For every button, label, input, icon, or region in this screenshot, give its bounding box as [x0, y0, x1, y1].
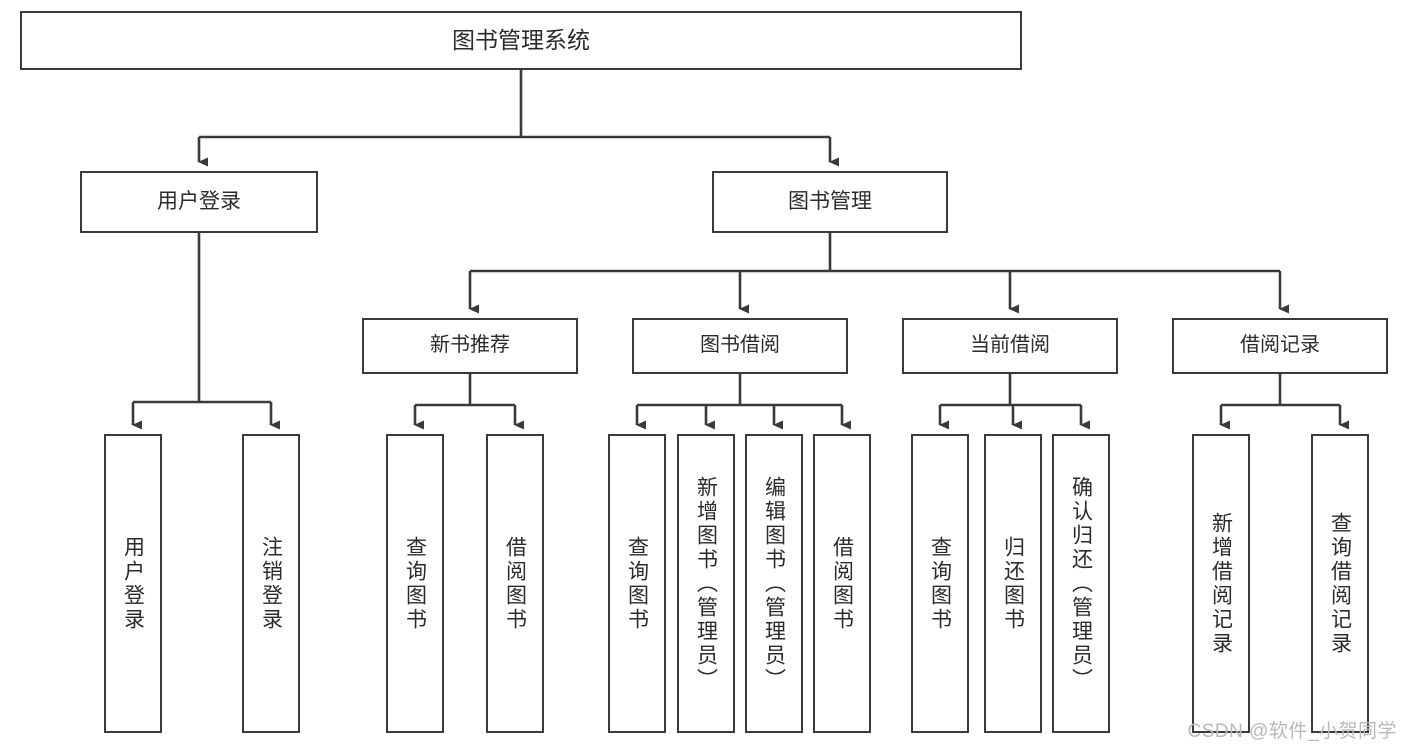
- node-l-bb-add-book[interactable]: 新增图书（管理员）: [677, 434, 735, 733]
- node-root[interactable]: 图书管理系统: [20, 11, 1022, 70]
- node-label: 查询图书: [928, 535, 952, 632]
- node-n-book-mgmt[interactable]: 图书管理: [712, 171, 948, 233]
- node-l-cb-return-book[interactable]: 归还图书: [984, 434, 1042, 733]
- node-label: 新增图书（管理员）: [694, 475, 718, 692]
- node-l-cb-query-book[interactable]: 查询图书: [911, 434, 969, 733]
- node-l-br-query-record[interactable]: 查询借阅记录: [1311, 434, 1369, 733]
- node-label: 当前借阅: [970, 334, 1050, 357]
- node-label: 确认归还（管理员）: [1069, 475, 1093, 692]
- node-label: 图书管理: [788, 189, 872, 213]
- node-label: 编辑图书（管理员）: [762, 475, 786, 692]
- node-n-user-login[interactable]: 用户登录: [80, 171, 318, 233]
- node-label: 归还图书: [1001, 535, 1025, 632]
- node-label: 查询借阅记录: [1328, 511, 1352, 656]
- node-l-user-logout[interactable]: 注销登录: [242, 434, 300, 733]
- node-l-user-login[interactable]: 用户登录: [104, 434, 162, 733]
- node-label: 用户登录: [157, 189, 241, 213]
- node-l-bb-borrow-book[interactable]: 借阅图书: [813, 434, 871, 733]
- node-label: 图书管理系统: [452, 26, 590, 53]
- node-l-rec-query-book[interactable]: 查询图书: [386, 434, 444, 733]
- node-label: 注销登录: [259, 535, 283, 632]
- node-n-new-book-rec[interactable]: 新书推荐: [362, 318, 578, 374]
- node-label: 新增借阅记录: [1209, 511, 1233, 656]
- node-l-bb-edit-book[interactable]: 编辑图书（管理员）: [745, 434, 803, 733]
- node-n-borrow-record[interactable]: 借阅记录: [1172, 318, 1388, 374]
- node-label: 图书借阅: [700, 334, 780, 357]
- node-n-current-borrow[interactable]: 当前借阅: [902, 318, 1118, 374]
- node-label: 查询图书: [625, 535, 649, 632]
- node-l-br-add-record[interactable]: 新增借阅记录: [1192, 434, 1250, 733]
- node-label: 借阅图书: [830, 535, 854, 632]
- node-label: 用户登录: [121, 535, 145, 632]
- node-l-bb-query-book[interactable]: 查询图书: [608, 434, 666, 733]
- node-n-book-borrow[interactable]: 图书借阅: [632, 318, 848, 374]
- node-label: 借阅记录: [1240, 334, 1320, 357]
- node-l-rec-borrow-book[interactable]: 借阅图书: [486, 434, 544, 733]
- node-l-cb-confirm-return[interactable]: 确认归还（管理员）: [1052, 434, 1110, 733]
- node-label: 新书推荐: [430, 334, 510, 357]
- watermark-text: CSDN @软件_小贺同学: [1187, 721, 1397, 742]
- node-label: 借阅图书: [503, 535, 527, 632]
- node-label: 查询图书: [403, 535, 427, 632]
